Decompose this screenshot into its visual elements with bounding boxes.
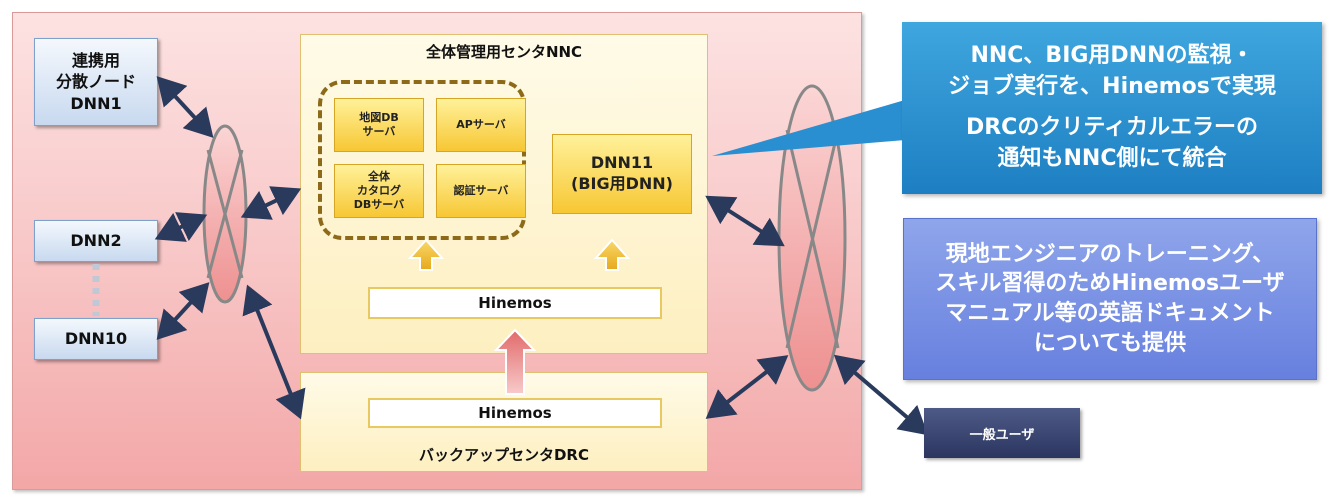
up-arrow-drc-to-nnc (493, 328, 537, 395)
general-user-box[interactable]: 一般ユーザ (924, 408, 1080, 458)
arrow-network-nnc (240, 186, 302, 220)
callout-line2: DRCのクリティカルエラーの 通知もNNC側にて統合 (965, 115, 1259, 171)
arrow-dnn1-network (156, 76, 214, 138)
dnn1-box[interactable]: 連携用 分散ノード DNN1 (34, 38, 158, 126)
dnn11-box[interactable]: DNN11 (BIG用DNN) (552, 134, 692, 214)
nnc-hinemos-bar[interactable]: Hinemos (368, 287, 662, 319)
callout-line1: NNC、BIG用DNNの監視・ ジョブ実行を、Hinemosで実現 (948, 43, 1276, 100)
drc-title: バックアップセンタDRC (418, 445, 589, 464)
arrow-network-user (833, 354, 929, 436)
dnn2-box[interactable]: DNN2 (34, 220, 158, 262)
map-db-server[interactable]: 地図DB サーバ (334, 98, 424, 152)
arrow-dnn11-network (705, 195, 785, 247)
ap-server[interactable]: APサーバ (436, 98, 526, 152)
dnn10-box[interactable]: DNN10 (34, 318, 158, 360)
auth-server[interactable]: 認証サーバ (436, 164, 526, 218)
nnc-title: 全体管理用センタNNC (425, 42, 583, 61)
callout-box: NNC、BIG用DNNの監視・ ジョブ実行を、Hinemosで実現 DRCのクリ… (902, 22, 1322, 194)
info-box: 現地エンジニアのトレーニング、 スキル習得のためHinemosユーザ マニュアル… (903, 218, 1317, 380)
arrow-network-drc (242, 284, 306, 420)
callout-pointer (712, 100, 905, 156)
up-arrow-servers (407, 238, 445, 271)
arrow-drc-network (705, 355, 789, 419)
left-network-ellipse (202, 124, 248, 304)
server-group (318, 80, 526, 240)
arrow-dnn2-network (154, 212, 208, 242)
arrow-dnn10-network (156, 282, 210, 340)
drc-hinemos-bar[interactable]: Hinemos (368, 398, 662, 428)
catalog-db-server[interactable]: 全体 カタログ DBサーバ (334, 164, 424, 218)
up-arrow-dnn11 (593, 238, 631, 271)
